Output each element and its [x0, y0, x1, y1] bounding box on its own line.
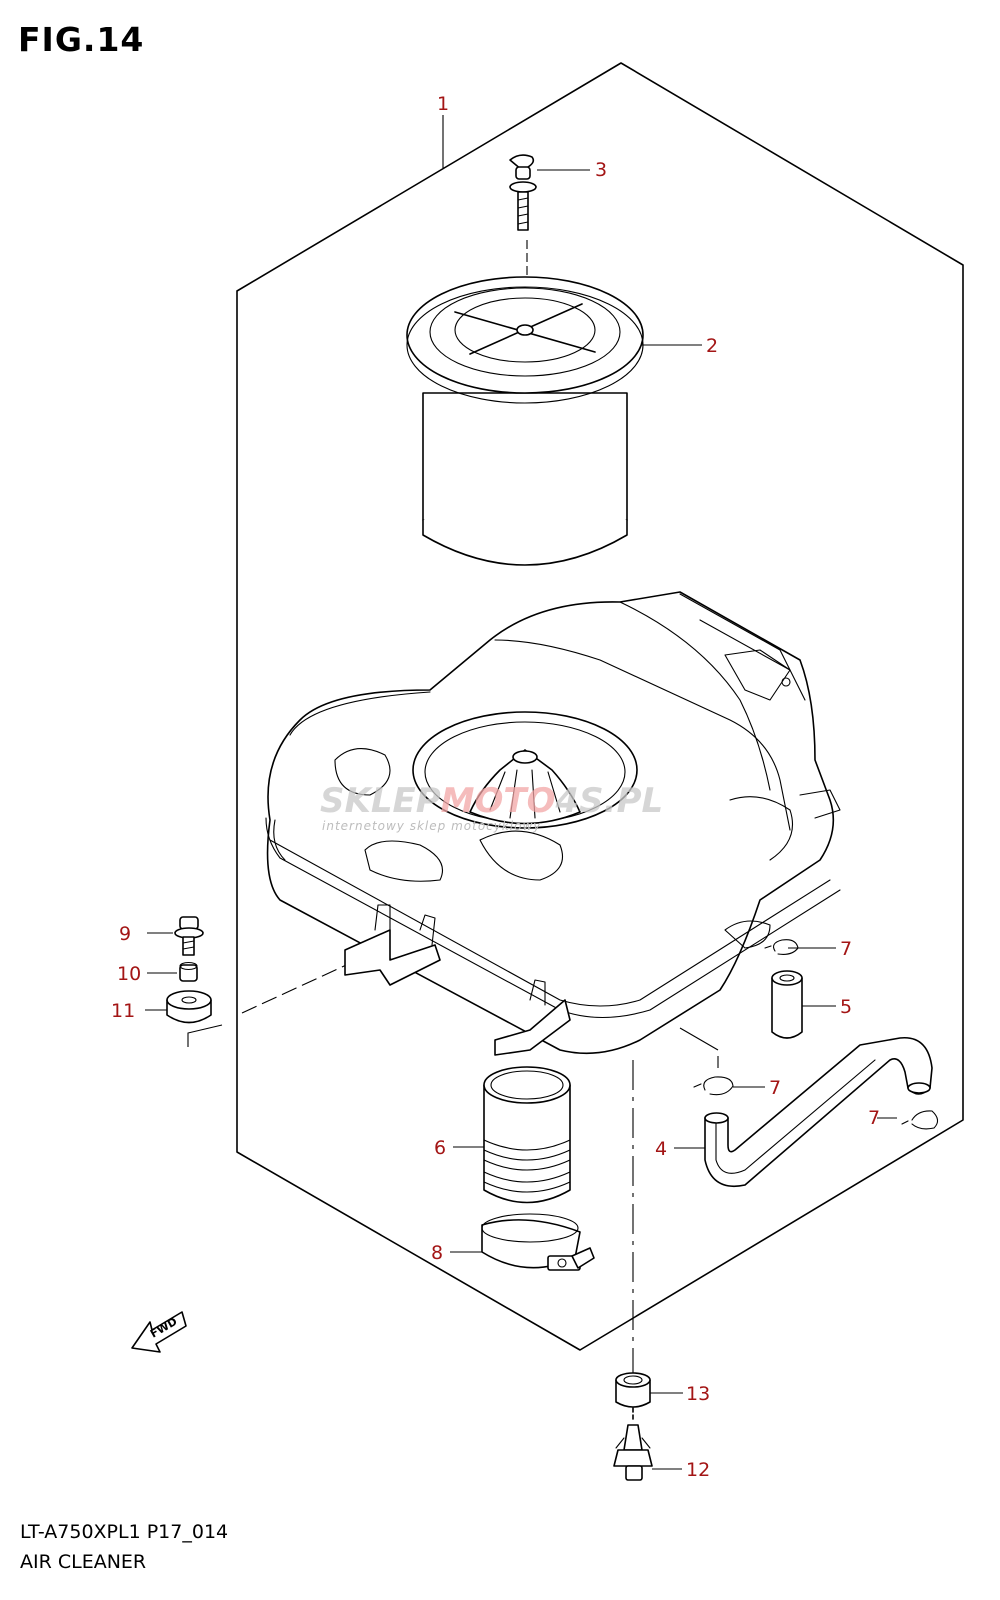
part-3-wing-bolt: [509, 154, 537, 231]
part-12-drain-valve: [613, 1407, 653, 1481]
part-6-intake-joint: [483, 1066, 571, 1204]
assembly-boundary: [236, 62, 964, 1351]
svg-text:SKLEPMOTO4S.PL: SKLEPMOTO4S.PL: [320, 781, 663, 821]
part-7-clamp-a: [764, 939, 799, 955]
part-7-clamp-b: [693, 1076, 734, 1096]
callout-4: 4: [655, 1138, 667, 1160]
part-11-grommet: [166, 990, 212, 1024]
watermark-brand-suffix: .PL: [604, 781, 664, 821]
page-title: FIG.14: [18, 20, 145, 59]
part-8-hose-clamp: [481, 1213, 595, 1271]
callout-9: 9: [119, 923, 131, 945]
fwd-direction-arrow: FWD: [131, 1311, 187, 1353]
callout-8: 8: [431, 1242, 443, 1264]
part-7-clamp-c: [901, 1110, 939, 1130]
part-4-breather-hose: [704, 1037, 933, 1187]
watermark-tagline: internetowy sklep motocyklowy: [322, 819, 541, 833]
part-2-air-filter: [406, 276, 644, 566]
callout-7-c: 7: [868, 1107, 880, 1129]
callout-10: 10: [117, 963, 141, 985]
callout-1: 1: [437, 93, 449, 115]
callout-12: 12: [686, 1459, 710, 1481]
part-13-drain-cap: [615, 1372, 651, 1408]
callout-6: 6: [434, 1137, 446, 1159]
callout-5: 5: [840, 996, 852, 1018]
air-cleaner-case: [265, 591, 841, 1056]
callout-11: 11: [111, 1000, 135, 1022]
model-code: LT-A750XPL1 P17_014: [20, 1521, 229, 1543]
callout-7-a: 7: [840, 938, 852, 960]
part-5-short-hose: [771, 970, 803, 1039]
watermark-brand-gray: SKLEP: [320, 781, 441, 821]
watermark-brand-red: MOTO: [441, 781, 556, 821]
callout-7-b: 7: [769, 1077, 781, 1099]
part-10-collar: [179, 961, 198, 982]
watermark: SKLEPMOTO4S.PL internetowy sklep motocyk…: [320, 781, 663, 833]
part-9-bolt: [174, 916, 204, 956]
callout-2: 2: [706, 335, 718, 357]
callout-labels: 1 3 2 7 5 7 7 4 6 8 9 10 11 13 12: [111, 93, 880, 1481]
watermark-brand-gray2: 4S: [555, 781, 604, 821]
section-name: AIR CLEANER: [20, 1551, 147, 1573]
callout-13: 13: [686, 1383, 710, 1405]
callout-3: 3: [595, 159, 607, 181]
